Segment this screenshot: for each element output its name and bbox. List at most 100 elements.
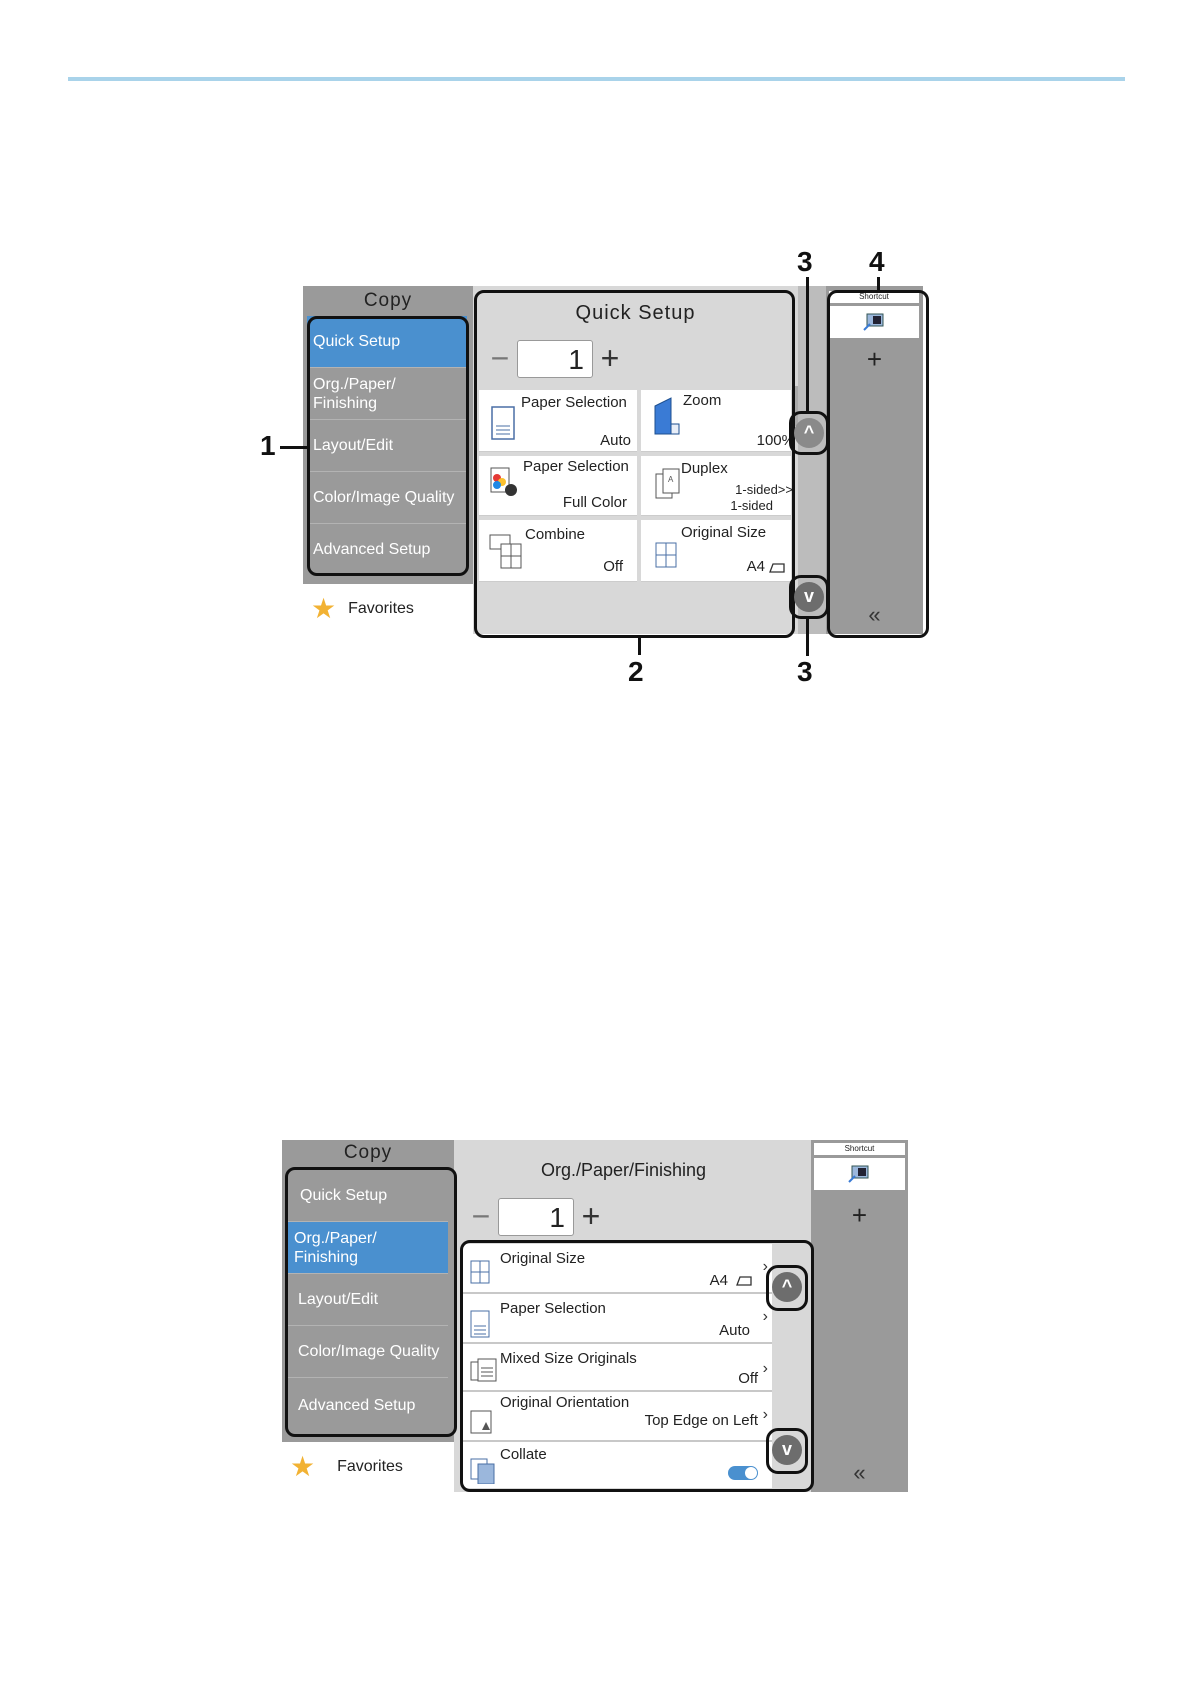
copies-input[interactable]: 1 <box>498 1198 574 1236</box>
favorites-label: Favorites <box>337 1458 403 1475</box>
row-label: Mixed Size Originals <box>500 1350 637 1367</box>
scroll-up-button[interactable]: ^ <box>794 418 824 448</box>
copy-count: − 1 + <box>464 1198 608 1236</box>
tile-value: 100% <box>756 432 795 449</box>
copy-count: − 1 + <box>483 340 627 378</box>
list-item-original-orientation[interactable]: Original Orientation Top Edge on Left › <box>462 1392 772 1442</box>
list-item-mixed-size-originals[interactable]: Mixed Size Originals Off › <box>462 1344 772 1392</box>
function-menu-panel: Copy Quick Setup Org./Paper/ Finishing L… <box>303 286 473 634</box>
callout-4-line <box>877 277 880 291</box>
tile-duplex[interactable]: A Duplex 1-sided>> 1-sided <box>641 456 793 516</box>
chevron-right-icon: › <box>762 1258 768 1275</box>
tile-paper-selection[interactable]: Paper Selection Auto <box>479 390 637 452</box>
copy-screen-quick-setup: Copy Quick Setup Org./Paper/ Finishing L… <box>303 286 923 634</box>
callout-outline-settings-panel <box>474 290 795 638</box>
app-title: Copy <box>363 290 413 311</box>
tile-zoom[interactable]: Zoom 100% <box>641 390 795 452</box>
tile-label: Original Size <box>681 524 767 541</box>
tile-label: Paper Selection <box>521 394 627 411</box>
tile-original-size[interactable]: Original Size A4 <box>641 520 791 582</box>
row-label: Paper Selection <box>500 1300 606 1317</box>
scroll-down-ring-2 <box>766 1428 808 1474</box>
favorites-label: Favorites <box>348 600 414 617</box>
menu-item-layout-edit[interactable]: Layout/Edit <box>288 1274 448 1326</box>
menu-item-advanced-setup[interactable]: Advanced Setup <box>298 1396 416 1414</box>
tile-value: 1-sided>> <box>735 482 793 497</box>
callout-3-bottom-line <box>806 618 809 656</box>
menu-item-advanced-setup[interactable]: Advanced Setup <box>313 540 431 558</box>
callout-2-line <box>638 637 641 655</box>
app-title: Copy <box>343 1142 393 1163</box>
add-shortcut-button[interactable]: + <box>851 1200 868 1230</box>
copies-input[interactable]: 1 <box>517 340 593 378</box>
scroll-down-button[interactable]: v <box>794 582 824 612</box>
svg-text:A: A <box>668 475 674 484</box>
list-item-original-size[interactable]: Original Size A4 › <box>462 1244 772 1294</box>
increase-copies-button[interactable]: + <box>581 1198 601 1234</box>
menu-item-layout-edit[interactable]: Layout/Edit <box>307 420 467 472</box>
row-label: Collate <box>500 1446 547 1463</box>
tile-combine[interactable]: Combine Off <box>479 520 637 582</box>
row-value: A4 <box>709 1272 728 1289</box>
add-shortcut-button[interactable]: + <box>866 344 883 374</box>
menu-item-org-paper-finishing[interactable]: Org./Paper/ Finishing <box>307 368 467 420</box>
shortcut-button[interactable] <box>814 1158 905 1190</box>
increase-copies-button[interactable]: + <box>600 340 620 376</box>
tile-label: Zoom <box>683 392 722 409</box>
tile-color-selection[interactable]: Paper Selection Full Color <box>479 456 637 516</box>
tile-label: Combine <box>525 526 586 543</box>
function-menu: Quick Setup Org./Paper/ Finishing Layout… <box>307 316 467 574</box>
callout-2: 2 <box>628 656 644 687</box>
combine-icon <box>489 534 522 569</box>
tile-value: A4 <box>746 558 765 575</box>
copy-shortcut-icon <box>863 313 884 331</box>
orientation-icon <box>470 1410 492 1434</box>
scroll-down-ring <box>789 575 829 619</box>
menu-item-quick-setup[interactable]: Quick Setup <box>307 316 467 368</box>
menu-item-color-image-quality[interactable]: Color/Image Quality <box>307 472 467 524</box>
scroll-track[interactable] <box>793 386 798 426</box>
decrease-copies-button[interactable]: − <box>471 1198 491 1234</box>
settings-panel: Org./Paper/Finishing − 1 + Original Size… <box>454 1140 793 1492</box>
callout-4: 4 <box>869 246 885 277</box>
callout-outline-function-menu-2 <box>285 1167 457 1437</box>
original-size-icon <box>655 542 677 568</box>
collate-icon <box>470 1458 495 1484</box>
settings-list: Original Size A4 › Paper Selection Auto … <box>462 1244 772 1488</box>
callout-1-line <box>280 446 308 449</box>
collapse-shortcut-button[interactable]: « <box>853 1460 866 1485</box>
scroll-up-button-2[interactable]: ^ <box>772 1272 802 1302</box>
scroll-down-button-2[interactable]: v <box>772 1435 802 1465</box>
row-label: Original Orientation <box>500 1394 630 1411</box>
paper-tray-icon <box>470 1310 490 1338</box>
callout-outline-function-menu <box>307 316 469 576</box>
star-icon: ★ <box>311 593 337 624</box>
list-item-paper-selection[interactable]: Paper Selection Auto › <box>462 1294 772 1344</box>
tile-label: Paper Selection <box>523 458 629 475</box>
favorites-button[interactable]: ★ Favorites <box>303 584 473 634</box>
top-rule <box>68 77 1125 81</box>
function-menu: Quick Setup Org./Paper/ Finishing Layout… <box>288 1170 448 1432</box>
copy-screen-org-paper-finishing: Copy Quick Setup Org./Paper/ Finishing L… <box>282 1140 908 1492</box>
callout-outline-shortcut-panel <box>827 290 929 638</box>
landscape-orientation-icon <box>769 563 785 573</box>
decrease-copies-button[interactable]: − <box>490 340 510 376</box>
chevron-right-icon: › <box>762 1360 768 1377</box>
list-item-collate[interactable]: Collate <box>462 1442 772 1488</box>
row-value: Top Edge on Left <box>644 1412 758 1429</box>
row-value: Off <box>738 1370 758 1387</box>
scroll-up-ring <box>789 411 829 455</box>
menu-item-color-image-quality[interactable]: Color/Image Quality <box>288 1326 448 1378</box>
tile-label: Duplex <box>681 460 728 477</box>
menu-item-org-paper-finishing[interactable]: Org./Paper/ Finishing <box>288 1222 448 1274</box>
menu-item-quick-setup[interactable]: Quick Setup <box>288 1170 448 1222</box>
favorites-button[interactable]: ★ Favorites <box>282 1442 454 1492</box>
collapse-shortcut-button[interactable]: « <box>868 602 881 627</box>
tile-value: Off <box>603 558 623 575</box>
collate-toggle[interactable] <box>728 1466 758 1480</box>
zoom-icon <box>654 397 680 435</box>
row-label: Original Size <box>500 1250 586 1267</box>
landscape-orientation-icon <box>736 1276 752 1286</box>
shortcut-button[interactable] <box>829 306 919 338</box>
shortcut-panel: Shortcut + « <box>811 1140 908 1492</box>
